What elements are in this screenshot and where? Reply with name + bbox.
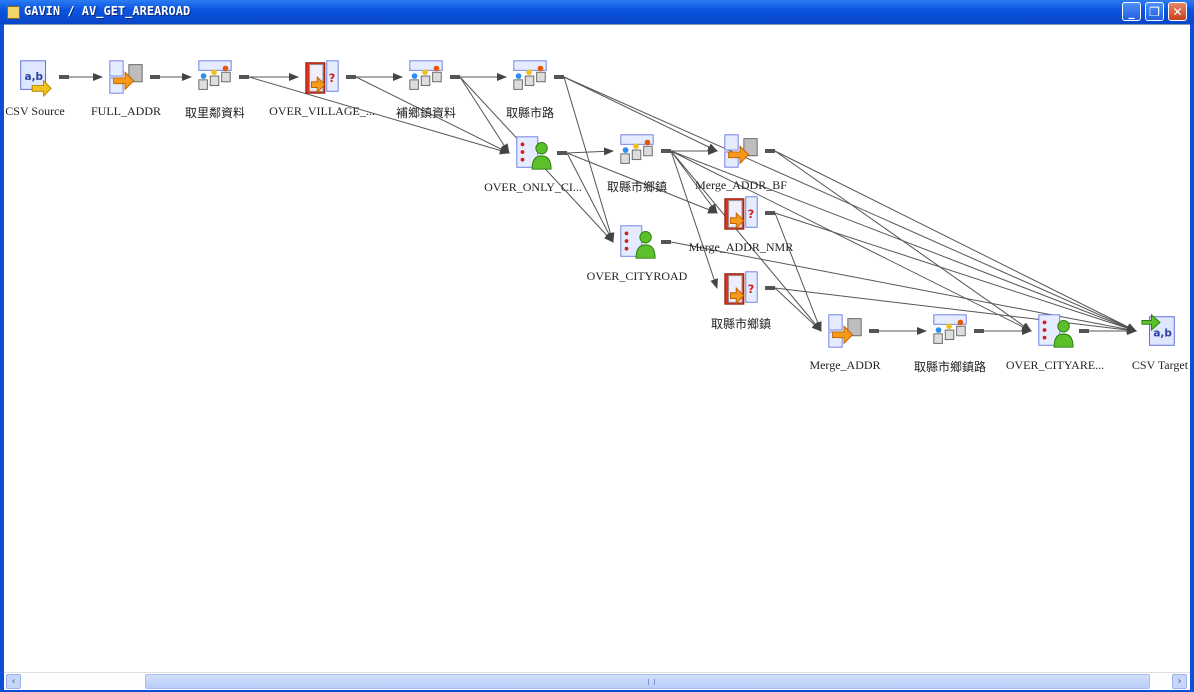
output-port (765, 286, 775, 290)
link-line (774, 150, 1032, 332)
aggregator-transform-icon (198, 60, 232, 90)
link-line (563, 76, 718, 152)
source-transform-icon: a,b (20, 60, 52, 98)
scrollbar-thumb[interactable] (145, 674, 1150, 689)
mapping-node[interactable]: ? OVER_VILLAGE_... (267, 57, 377, 119)
link-line (670, 150, 718, 214)
scroll-right-button[interactable]: › (1172, 674, 1187, 689)
node-label: 取縣市鄉鎮 (710, 317, 771, 331)
output-port (346, 75, 356, 79)
output-port (765, 211, 775, 215)
output-port (1079, 329, 1089, 333)
mapping-node[interactable]: OVER_ONLY_CI... (478, 133, 588, 195)
node-label: OVER_VILLAGE_... (269, 104, 375, 118)
link-line (774, 212, 822, 332)
mapping-node[interactable]: 取縣市鄉鎮 (582, 131, 692, 195)
output-port (450, 75, 460, 79)
node-label: FULL_ADDR (90, 104, 161, 118)
link-line (774, 287, 1137, 334)
scroll-left-button[interactable]: ‹ (6, 674, 21, 689)
link-line (248, 76, 510, 155)
lookup-transform-icon: ? (724, 196, 758, 230)
mapping-node[interactable]: 補鄉鎮資料 (371, 57, 481, 121)
node-label: 取縣市鄉鎮路 (913, 360, 986, 374)
link-line (774, 212, 1137, 333)
mapping-node[interactable]: Merge_ADDR_BF (686, 131, 796, 193)
output-port (661, 149, 671, 153)
svg-text:?: ? (748, 282, 755, 296)
mapping-node[interactable]: ? 取縣市鄉鎮 (686, 268, 796, 332)
link-line (566, 152, 718, 214)
link-line (774, 150, 1137, 332)
output-port (661, 240, 671, 244)
node-label: Merge_ADDR_BF (695, 178, 787, 192)
mapping-node[interactable]: Merge_ADDR (790, 311, 900, 373)
mapping-node[interactable]: ? Merge_ADDR_NMR (686, 193, 796, 255)
mapping-node[interactable]: OVER_CITYROAD (582, 222, 692, 284)
mapping-node[interactable]: OVER_CITYARE... (1000, 311, 1110, 373)
node-label: Merge_ADDR (809, 358, 881, 372)
node-label: CSV Source (5, 104, 65, 118)
node-label: OVER_ONLY_CI... (484, 180, 582, 194)
link-line (563, 76, 615, 243)
output-port (557, 151, 567, 155)
connection-lines (59, 73, 1137, 335)
output-port (974, 329, 984, 333)
link-line (670, 150, 822, 332)
mapping-node[interactable]: 取縣市鄉鎮路 (895, 311, 1005, 375)
title-bar: GAVIN / AV_GET_AREAROAD _ ❐ ✕ (0, 0, 1194, 24)
output-port (239, 75, 249, 79)
svg-text:a,b: a,b (1153, 328, 1172, 340)
svg-text:?: ? (329, 71, 336, 85)
output-port (150, 75, 160, 79)
output-port (59, 75, 69, 79)
output-port (869, 329, 879, 333)
close-button[interactable]: ✕ (1168, 2, 1187, 21)
aggregator-transform-icon (409, 60, 443, 90)
expression-transform-icon (724, 134, 758, 168)
node-label: OVER_CITYARE... (1005, 358, 1105, 372)
node-label: 取縣市鄉鎮 (606, 180, 667, 194)
mapping-node[interactable]: FULL_ADDR (71, 57, 181, 119)
target-transform-icon: a,b (1141, 313, 1175, 346)
link-line (670, 150, 718, 289)
node-label: 取里鄰資料 (184, 106, 245, 120)
aggregator-transform-icon (513, 60, 547, 90)
mapping-node[interactable]: 取里鄰資料 (160, 57, 270, 121)
link-line (670, 150, 1032, 332)
lookup-transform-icon: ? (305, 60, 339, 94)
sorter-transform-icon (516, 136, 552, 170)
sorter-transform-icon (1038, 314, 1074, 348)
mapping-node[interactable]: 取縣市路 (475, 57, 585, 121)
expression-transform-icon (109, 60, 143, 94)
link-line (566, 147, 614, 156)
svg-text:?: ? (748, 207, 755, 221)
node-label: CSV Target (1131, 358, 1189, 372)
link-line (459, 76, 510, 154)
expression-transform-icon (828, 314, 862, 348)
aggregator-transform-icon (620, 134, 654, 164)
sorter-transform-icon (620, 225, 656, 259)
node-label: Merge_ADDR_NMR (688, 240, 794, 254)
aggregator-transform-icon (933, 314, 967, 344)
node-label: OVER_CITYROAD (586, 269, 688, 283)
horizontal-scrollbar[interactable]: ‹ › (4, 672, 1190, 690)
minimize-button[interactable]: _ (1122, 2, 1141, 21)
app-icon (7, 6, 20, 19)
lookup-transform-icon: ? (724, 271, 758, 305)
node-label: 補鄉鎮資料 (395, 106, 456, 120)
link-line (355, 76, 510, 154)
output-port (554, 75, 564, 79)
restore-button[interactable]: ❐ (1145, 2, 1164, 21)
svg-text:a,b: a,b (25, 71, 44, 83)
link-line (566, 152, 614, 243)
window-title: GAVIN / AV_GET_AREAROAD (24, 4, 191, 18)
node-label: 取縣市路 (505, 106, 554, 120)
output-port (765, 149, 775, 153)
